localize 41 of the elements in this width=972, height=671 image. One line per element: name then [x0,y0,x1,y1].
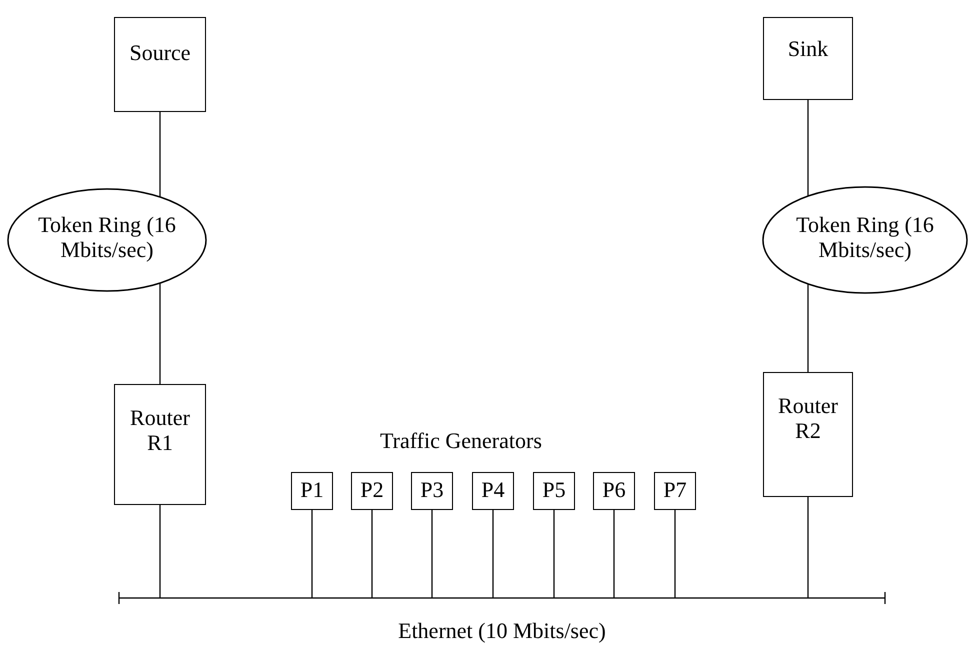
connector-line [807,100,809,196]
connector-line [492,510,494,598]
host-box [763,17,853,100]
generator-box [411,472,453,510]
node-text: Source [128,40,192,66]
node-text: Router R2 [777,393,839,444]
node-text: P1 [299,477,325,502]
node-text: P6 [601,477,627,502]
node-text: Token Ring (16 Mbits/sec) [795,212,935,263]
node-text: P3 [419,477,445,502]
router-box [763,372,853,497]
node-text: P5 [541,477,567,502]
connector-line [674,510,676,598]
token-ring-ellipse [762,186,968,294]
generator-box [472,472,514,510]
group-label: Traffic Generators [380,428,542,454]
connector-line [807,284,809,372]
connector-line [613,510,615,598]
generator-box [533,472,575,510]
token-ring-ellipse [7,188,207,292]
host-box [114,17,206,112]
generator-box [291,472,333,510]
node-text: Token Ring (16 Mbits/sec) [37,212,177,263]
generator-box [654,472,696,510]
node-text: P7 [662,477,688,502]
connector-line [159,283,161,384]
node-text: P4 [480,477,506,502]
connector-line [371,510,373,598]
connector-line [159,112,161,197]
connector-line [431,510,433,598]
node-text: Router R1 [129,405,191,456]
connector-line [553,510,555,598]
generator-box [351,472,393,510]
node-text: P2 [359,477,385,502]
generator-box [593,472,635,510]
router-box [114,384,206,505]
node-text: Sink [786,36,830,62]
connector-line [807,497,809,598]
connector-line [311,510,313,598]
connector-line [159,505,161,598]
node-text: Ethernet (10 Mbits/sec) [397,618,607,644]
